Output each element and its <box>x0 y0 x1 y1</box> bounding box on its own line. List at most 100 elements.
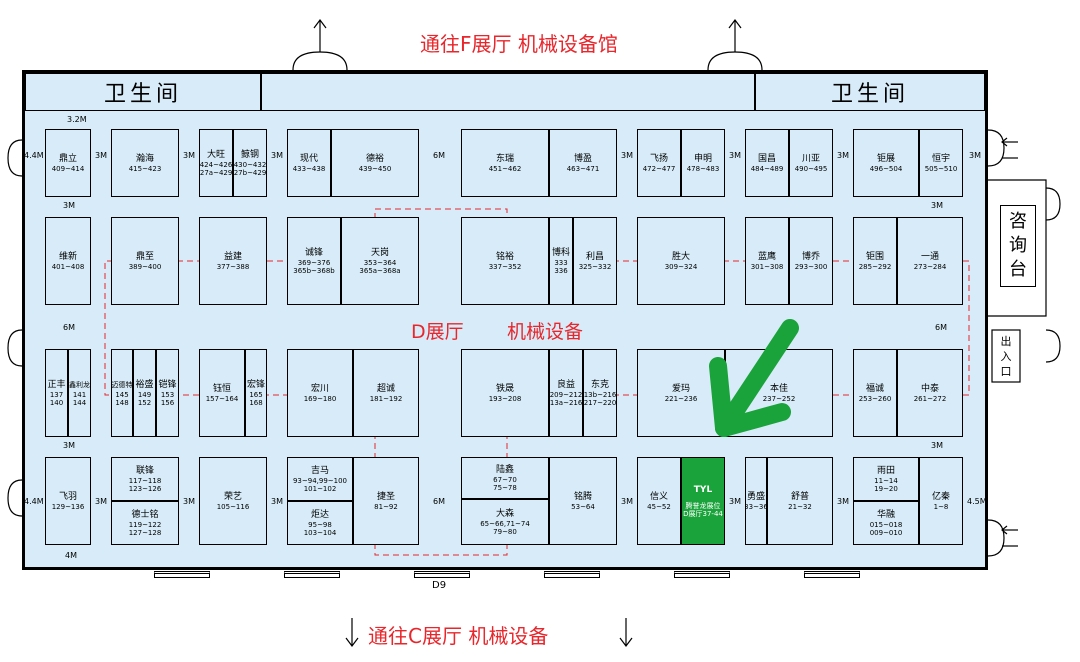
dim-row-gap-left-1: 3M <box>63 201 75 210</box>
dim-col-gap-6: 3M <box>837 151 849 160</box>
dim-col-gap-b5: 3M <box>729 497 741 506</box>
dim-center-aisle-bottom: 6M <box>433 497 445 506</box>
gate-label: D9 <box>432 580 447 591</box>
hall-name: D展厅 <box>411 321 464 343</box>
dim-right-edge-top: 3M <box>969 151 981 160</box>
exit-char-2: 入 <box>1000 349 1012 363</box>
consultation-desk[interactable]: 咨 询 台 <box>1000 205 1036 287</box>
consult-char-3: 台 <box>1009 259 1027 280</box>
top-corridor-block <box>261 73 755 111</box>
dim-col-gap-b1: 3M <box>95 497 107 506</box>
tyl-booth-number: D展厅37-44 <box>683 509 723 518</box>
bottom-door-4 <box>544 571 600 578</box>
restroom-right: 卫生间 <box>755 73 985 111</box>
dim-col-gap-b3: 3M <box>271 497 283 506</box>
hall-category: 机械设备 <box>507 321 584 343</box>
dim-left-edge-bottom: 4.4M <box>24 497 44 506</box>
bottom-door-2 <box>284 571 340 578</box>
dim-bottom-gap: 4M <box>65 551 77 560</box>
tyl-logo: TYL <box>693 484 713 495</box>
dim-col-gap-1: 3M <box>95 151 107 160</box>
exit-char-1: 出 <box>1000 334 1012 348</box>
dim-row-gap-right-3: 3M <box>931 441 943 450</box>
dim-col-gap-3: 3M <box>271 151 283 160</box>
dim-col-gap-5: 3M <box>729 151 741 160</box>
bottom-door-5 <box>674 571 730 578</box>
exit-entrance[interactable]: 出 入 口 <box>994 332 1018 380</box>
dim-aisle-left-mid: 6M <box>63 323 75 332</box>
booth-tyl-highlight[interactable]: TYL 腾誉龙展位 D展厅37-44 <box>681 457 725 545</box>
dim-col-gap-2: 3M <box>183 151 195 160</box>
consult-char-1: 咨 <box>1009 211 1027 232</box>
consult-char-2: 询 <box>1009 235 1027 256</box>
dim-aisle-right-mid: 6M <box>935 323 947 332</box>
dim-left-edge-top: 4.4M <box>24 151 44 160</box>
restroom-left: 卫生间 <box>25 73 261 111</box>
exit-char-3: 口 <box>1000 364 1012 378</box>
bottom-destination-label: 通往C展厅 机械设备 <box>368 624 549 648</box>
dim-center-aisle-top: 6M <box>433 151 445 160</box>
booth-dongke[interactable]: 东克213b~216b217~220 <box>583 349 617 437</box>
tyl-booth-title: 腾誉龙展位 <box>685 501 721 510</box>
